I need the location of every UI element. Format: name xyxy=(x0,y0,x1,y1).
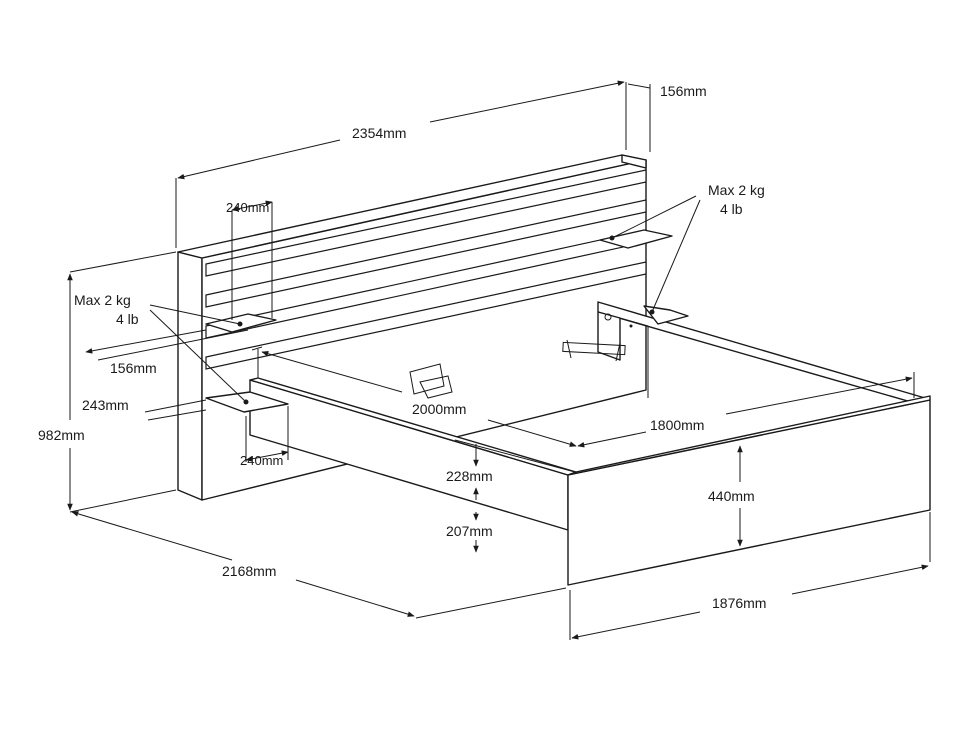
dimension-lines xyxy=(67,80,931,640)
footboard xyxy=(454,395,931,586)
label-shelf-depth: 156mm xyxy=(110,360,157,376)
label-total-width: 1876mm xyxy=(712,595,766,611)
label-load-left-kg: Max 2 kg xyxy=(74,292,131,308)
label-headboard-width: 2354mm xyxy=(352,125,406,141)
label-mattress-length: 2000mm xyxy=(412,401,466,417)
label-total-length: 2168mm xyxy=(222,563,276,579)
label-total-height: 982mm xyxy=(38,427,85,443)
label-rail-height: 228mm xyxy=(446,468,493,484)
label-shelf-width-bottom: 240mm xyxy=(240,453,283,468)
shelf-right-top xyxy=(599,229,673,249)
bolt-hole-icon xyxy=(604,313,612,321)
right-side-rail xyxy=(597,301,926,407)
label-floor-clearance: 207mm xyxy=(446,523,493,539)
bracket-hardware xyxy=(409,339,626,399)
shelves xyxy=(205,229,689,413)
label-mattress-width: 1800mm xyxy=(650,417,704,433)
label-load-right-kg: Max 2 kg xyxy=(708,182,765,198)
label-footboard-height: 440mm xyxy=(708,488,755,504)
label-shelf-width-top: 240mm xyxy=(226,200,269,215)
rail-bracket-icon xyxy=(562,341,626,356)
label-shelf-height-offset: 243mm xyxy=(82,397,129,413)
corner-bracket-icon xyxy=(409,363,445,395)
shelf-right-bottom xyxy=(643,305,689,325)
label-headboard-depth: 156mm xyxy=(660,83,707,99)
label-load-right-lb: 4 lb xyxy=(720,201,743,217)
label-load-left-lb: 4 lb xyxy=(116,311,139,327)
